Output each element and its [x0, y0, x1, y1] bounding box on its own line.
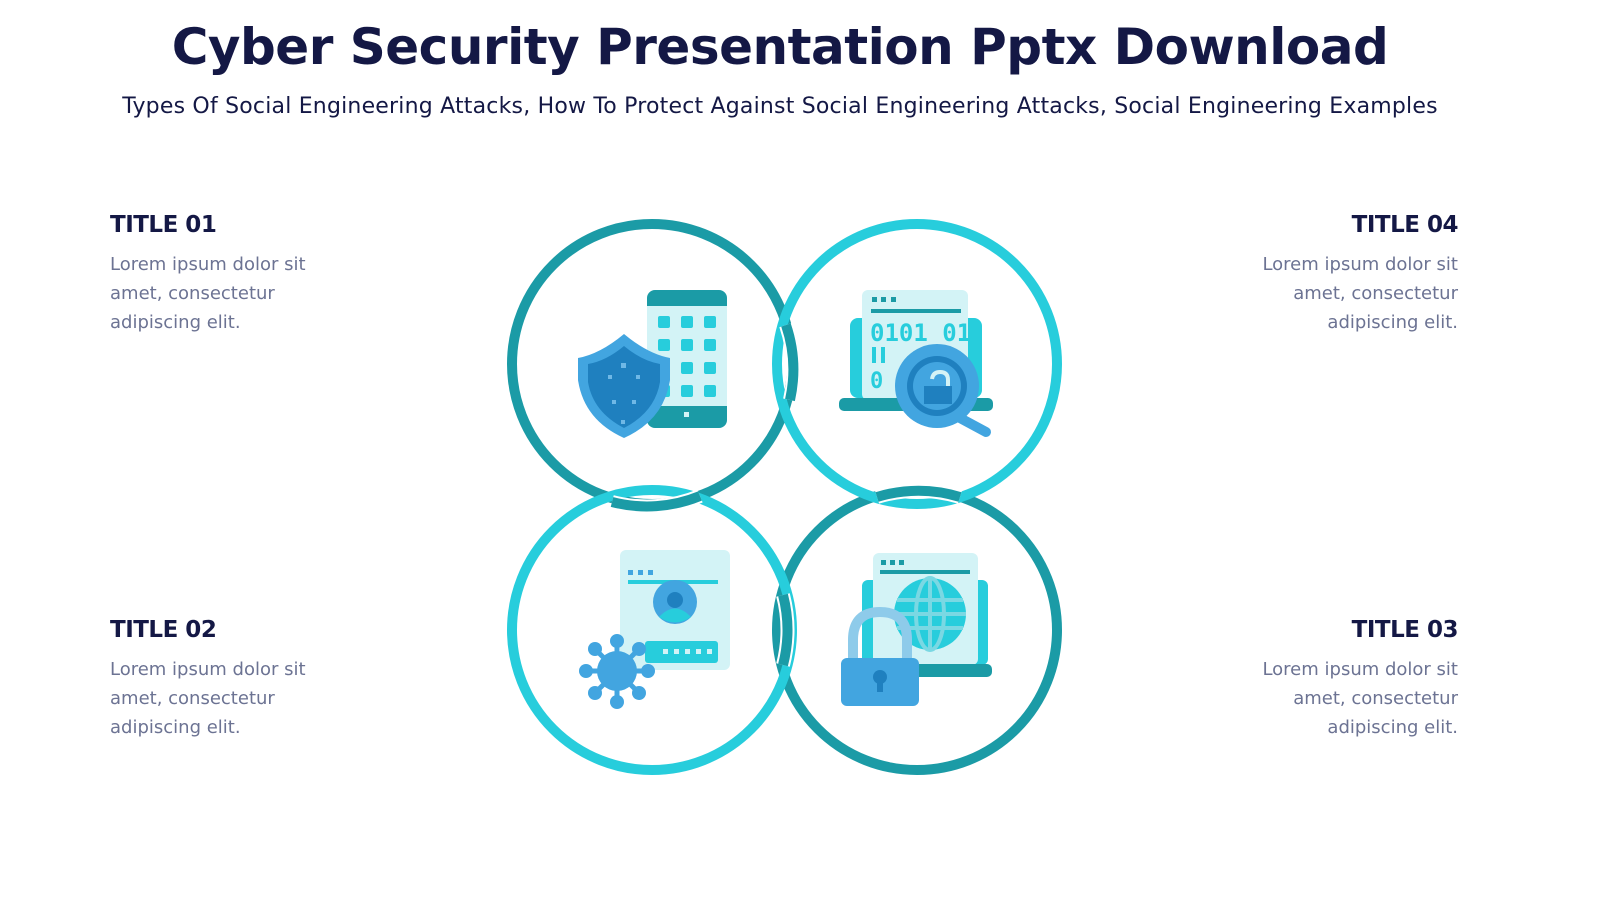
laptop-binary-search-unlock-icon: 0101 01 0 [839, 290, 993, 437]
block-title: TITLE 02 [110, 617, 217, 643]
block-title: TITLE 03 [1351, 617, 1459, 643]
shield-phone-icon [578, 290, 727, 438]
block-title: TITLE 04 [1351, 212, 1459, 238]
page-title: Cyber Security Presentation Pptx Downloa… [171, 18, 1389, 76]
binary-text: 0101 01 [870, 319, 971, 347]
svg-text:0: 0 [870, 369, 883, 394]
globe-lock-icon [841, 553, 992, 706]
page-subtitle: Types Of Social Engineering Attacks, How… [122, 94, 1438, 119]
virus-login-icon [579, 550, 730, 709]
ring-top-right [772, 219, 1062, 509]
block-title: TITLE 01 [110, 212, 217, 238]
